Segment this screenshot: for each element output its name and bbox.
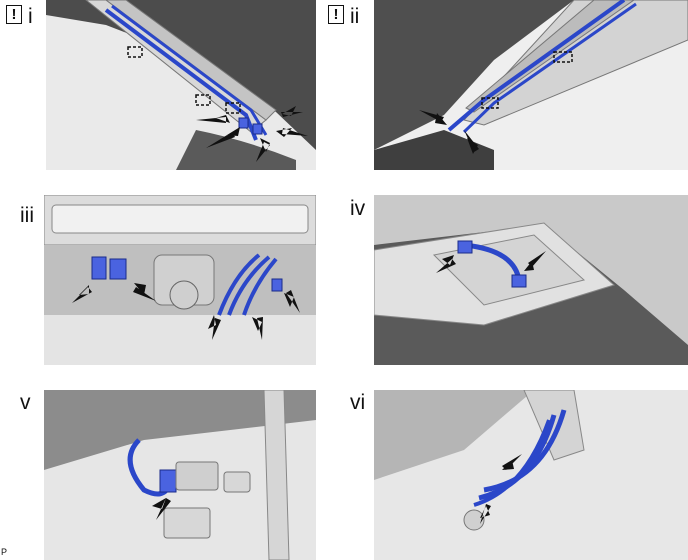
panel-ii-illustration [374,0,688,170]
panel-label-iii: iii [20,204,34,227]
panel-iii-illustration [44,195,316,365]
panel-label-ii: ii [350,5,360,28]
caution-icon: ! [328,5,344,24]
panel-label-vi: vi [350,391,366,414]
caution-icon: ! [6,5,22,24]
panel-vi-illustration [374,390,688,560]
panel-i-illustration [46,0,316,170]
illustration-code: P [1,547,8,557]
panel-label-v: v [20,391,31,414]
panel-iv-illustration [374,195,688,365]
panel-label-i: i [28,5,33,28]
panel-v-illustration [44,390,316,560]
panel-label-iv: iv [350,197,366,220]
